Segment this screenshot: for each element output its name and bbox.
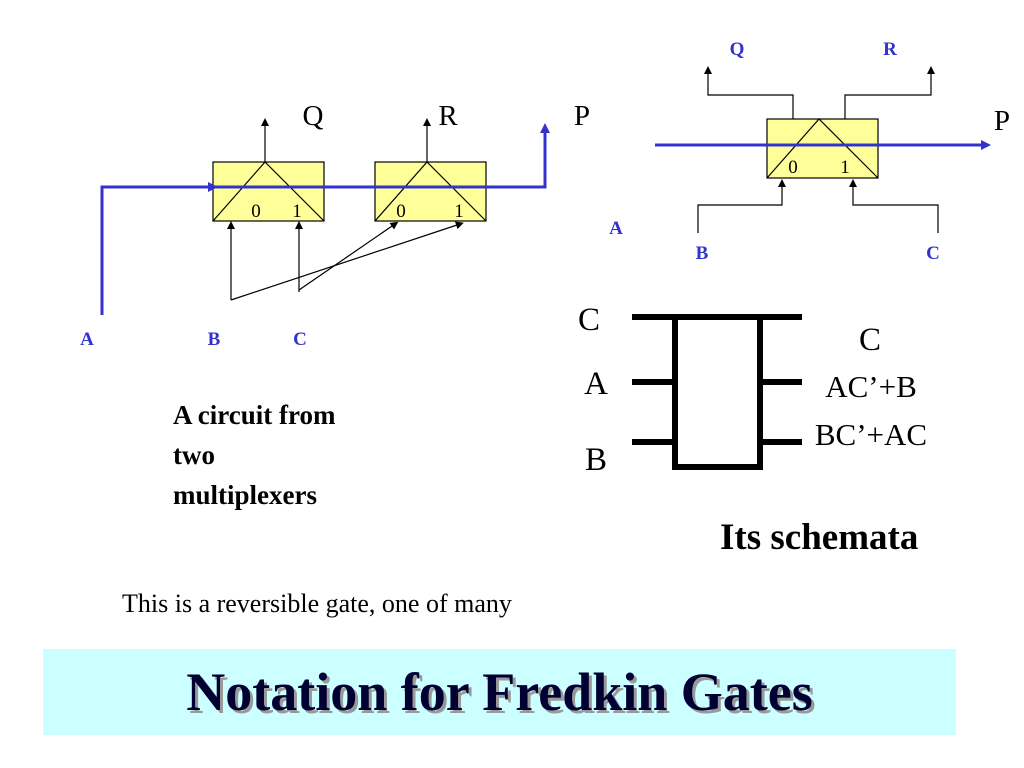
right-circuit: 0 1 Q R P A B C bbox=[609, 39, 1010, 264]
schematic-in-b-label: B bbox=[585, 442, 607, 478]
right-mux-in0-label: 0 bbox=[788, 157, 798, 178]
schematic-out-2-label: AC’+B bbox=[825, 369, 917, 404]
mux-1-box bbox=[212, 161, 325, 222]
right-output-q-wire bbox=[704, 66, 794, 119]
schemata-title: Its schemata bbox=[720, 517, 919, 558]
left-output-q-label: Q bbox=[303, 100, 324, 132]
schematic-gate-box bbox=[672, 314, 763, 470]
right-output-r-label: R bbox=[883, 39, 897, 60]
schematic: C A B C AC’+B BC’+AC bbox=[578, 302, 927, 478]
slide-title: Notation for Fredkin Gates bbox=[186, 662, 813, 722]
schematic-in-c-label: C bbox=[578, 302, 600, 338]
caption-line-3: multiplexers bbox=[173, 480, 317, 510]
schematic-in-a-label: A bbox=[584, 366, 608, 402]
mux-2-in0-label: 0 bbox=[396, 201, 406, 222]
left-input-b-label: B bbox=[208, 329, 221, 350]
mux-1-in0-label: 0 bbox=[251, 201, 261, 222]
right-output-q-label: Q bbox=[730, 39, 745, 60]
mux-1: 0 1 bbox=[212, 161, 325, 222]
mux-2: 0 1 bbox=[374, 161, 487, 222]
right-mux-triangle bbox=[766, 118, 879, 179]
title-bar: Notation for Fredkin Gates bbox=[43, 649, 956, 735]
right-input-b-label: B bbox=[696, 243, 709, 264]
right-input-b-wire bbox=[697, 179, 786, 233]
slide-subtitle: This is a reversible gate, one of many bbox=[122, 589, 512, 618]
right-mux-in1-label: 1 bbox=[840, 157, 850, 178]
left-input-a-label: A bbox=[80, 329, 94, 350]
cross-wire-b bbox=[230, 221, 464, 301]
mux-1-in1-label: 1 bbox=[292, 201, 302, 222]
signal-line-a bbox=[100, 123, 550, 315]
left-output-p-label: P bbox=[574, 100, 590, 132]
left-input-c-label: C bbox=[293, 329, 307, 350]
schematic-out-3-label: BC’+AC bbox=[815, 417, 927, 452]
schematic-out-1-label: C bbox=[859, 322, 881, 358]
mux-2-in1-label: 1 bbox=[454, 201, 464, 222]
cross-wire-c bbox=[298, 221, 399, 291]
caption-line-2: two bbox=[173, 440, 215, 470]
right-input-c-wire bbox=[849, 179, 939, 233]
circuit-caption: A circuit from two multiplexers bbox=[173, 395, 413, 515]
left-circuit: 0 1 0 1 Q R P A B C bbox=[80, 100, 590, 350]
caption-line-1: A circuit from bbox=[173, 400, 336, 430]
mux-2-box bbox=[374, 161, 487, 222]
right-input-a-label: A bbox=[609, 218, 623, 239]
left-output-r-label: R bbox=[438, 100, 458, 132]
right-output-r-wire bbox=[844, 66, 935, 119]
right-input-c-label: C bbox=[926, 243, 940, 264]
right-output-p-label: P bbox=[994, 105, 1010, 137]
right-mux-box bbox=[766, 118, 879, 179]
